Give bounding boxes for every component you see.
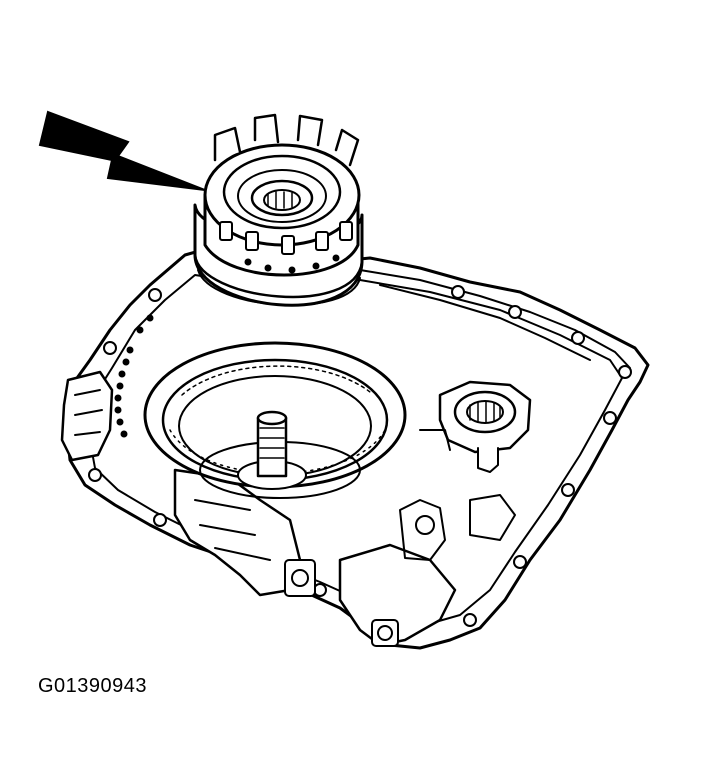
- figure-id-label: G01390943: [38, 675, 148, 697]
- center-shaft: [237, 410, 307, 490]
- pointer-arrow-icon: [38, 110, 206, 191]
- case-bolt-flanges: [60, 370, 516, 647]
- right-bearing: [419, 380, 532, 473]
- clutch-drum-assembly: [193, 113, 364, 307]
